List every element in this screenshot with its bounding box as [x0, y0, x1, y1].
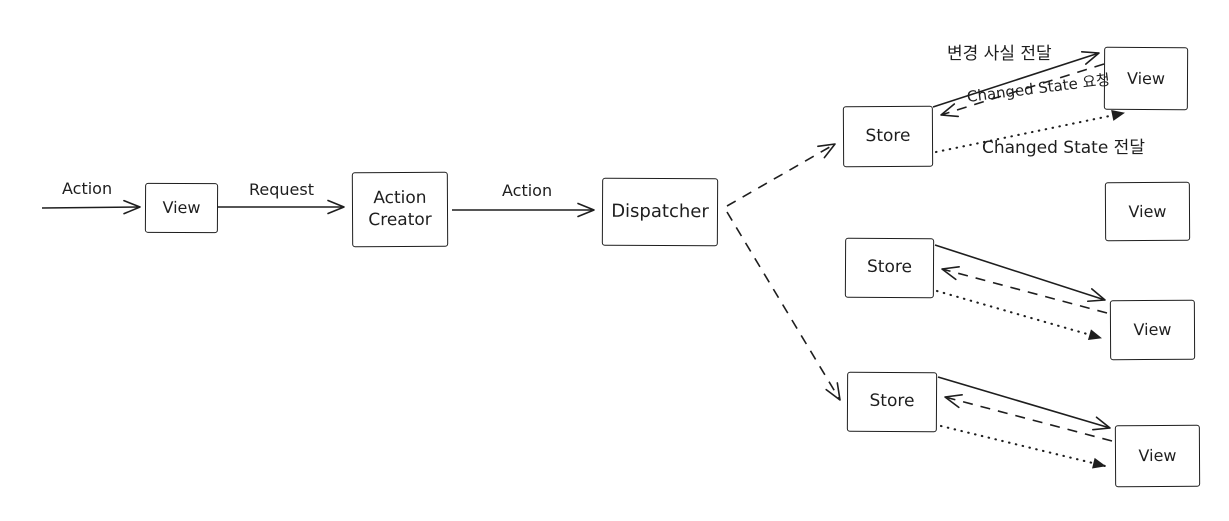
node-label: View: [1133, 319, 1172, 340]
node-view-isolated: View: [1104, 181, 1191, 242]
node-label: Store: [866, 257, 913, 278]
edge-store-middle-to-view-middle-solid: [934, 244, 1106, 303]
node-label: View: [162, 197, 201, 218]
node-action-creator: Action Creator: [351, 171, 449, 248]
node-label: Dispatcher: [611, 200, 709, 223]
node-label: View: [1138, 445, 1177, 466]
edge-store-middle-to-view-middle-dotted: [935, 289, 1103, 340]
node-dispatcher: Dispatcher: [601, 177, 719, 247]
node-view-top: View: [1103, 46, 1189, 111]
edge-dispatcher-to-store-top: [726, 143, 836, 207]
edge-action-to-view: [41, 199, 141, 215]
edge-store-top-to-view-top-dotted: [934, 110, 1126, 154]
node-label: View: [1128, 201, 1167, 221]
edge-label-changed-state-deliver: Changed State 전달: [982, 138, 1145, 158]
edge-dispatcher-to-store-bottom: [726, 211, 841, 401]
edge-store-top-to-view-top-solid: [932, 50, 1100, 108]
node-view-bottom: View: [1114, 424, 1201, 488]
node-store-bottom: Store: [846, 371, 938, 433]
node-label: Store: [869, 391, 915, 412]
node-label: View: [1126, 68, 1166, 88]
node-view-middle: View: [1109, 299, 1196, 361]
node-store-top: Store: [842, 105, 934, 168]
node-store-middle: Store: [844, 237, 935, 299]
edge-store-bottom-to-view-bottom-solid: [937, 376, 1111, 431]
edge-label-action-in: Action: [62, 179, 113, 198]
node-view-input: View: [144, 182, 219, 234]
edge-store-bottom-to-view-bottom-dotted: [939, 424, 1107, 469]
edge-label-action-dispatch: Action: [502, 181, 553, 200]
node-label: Store: [865, 125, 911, 146]
edge-label-request: Request: [249, 180, 314, 199]
edge-label-notify-change: 변경 사실 전달: [947, 44, 1052, 64]
node-label: Action Creator: [368, 188, 432, 230]
edge-view-middle-to-store-middle-dashed: [941, 266, 1108, 314]
